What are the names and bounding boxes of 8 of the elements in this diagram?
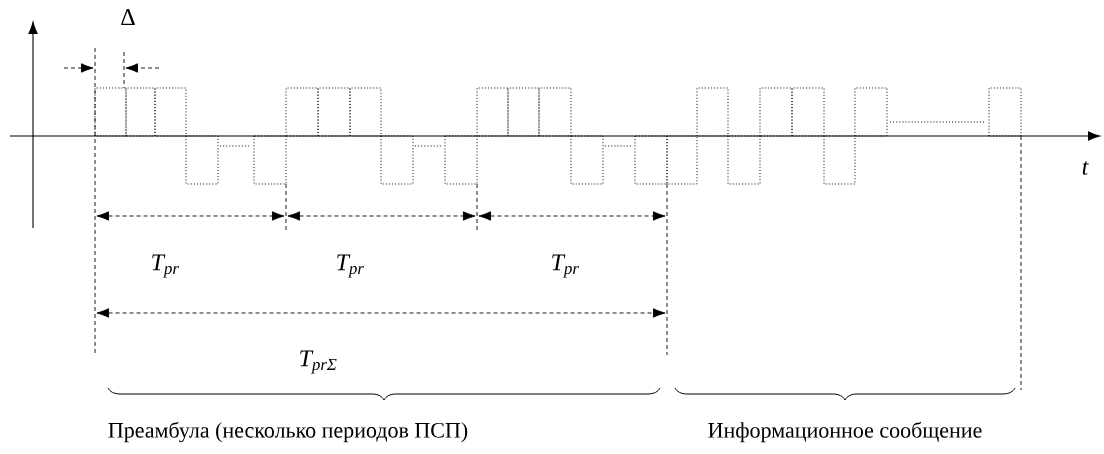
period-label: T$_{pr}$ — [552, 254, 579, 278]
period-label: T$_{pr}$ — [152, 254, 179, 278]
axis-label: t — [1082, 161, 1089, 175]
total-period-label: T$_{prΣ}$ — [300, 350, 337, 374]
section-label: Информационное сообщение — [708, 421, 982, 443]
period-label: T$_{pr}$ — [337, 254, 364, 278]
delta-label: Δ — [121, 9, 135, 25]
section-label: Преамбула (несколько периодов ПСП) — [108, 421, 468, 443]
